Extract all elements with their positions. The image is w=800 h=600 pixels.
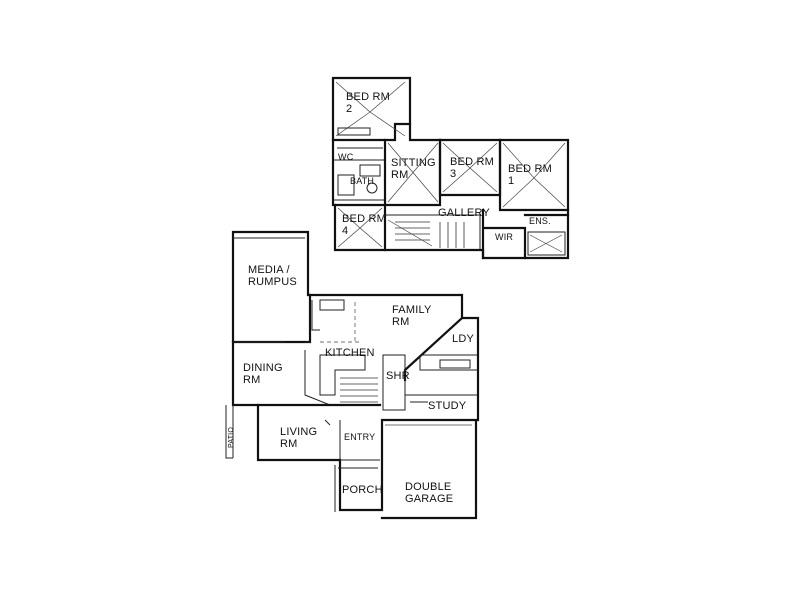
room-label-line: BED RM (508, 163, 552, 175)
room-label-line: BED RM (450, 156, 494, 168)
room-label-line: BED RM (342, 213, 386, 225)
room-label-bath: BATH (350, 176, 374, 186)
room-label-line: 2 (346, 103, 353, 115)
room-label-line: RM (391, 169, 409, 181)
room-label-bed-2: BED RM 2 (346, 91, 390, 115)
room-label-line: RM (243, 374, 261, 386)
room-label-line: ENTRY (344, 432, 376, 442)
room-label-line: PORCH (342, 484, 383, 496)
room-label-line: BED RM (346, 91, 390, 103)
room-label-wc: WC (338, 152, 353, 162)
lower-floor-outline (225, 230, 480, 520)
room-label-line: STUDY (428, 400, 467, 412)
room-label-line: GALLERY (438, 207, 490, 219)
room-label-line: RM (280, 438, 298, 450)
room-label-line: RM (392, 316, 410, 328)
room-label-shr: SHR (386, 370, 410, 382)
room-label-line: ENS. (529, 216, 551, 226)
room-label-line: WC (338, 152, 354, 162)
room-label-bed-4: BED RM 4 (342, 213, 386, 237)
room-label-line: FAMILY (392, 304, 432, 316)
room-label-gallery: GALLERY (438, 207, 490, 219)
room-label-family-rm: FAMILY RM (392, 304, 432, 328)
room-label-entry: ENTRY (344, 432, 375, 442)
room-label-patio: PATIO (226, 427, 238, 448)
room-label-line: 3 (450, 168, 457, 180)
room-label-study: STUDY (428, 400, 466, 412)
room-label-ldy: LDY (452, 333, 474, 345)
room-label-line: 1 (508, 175, 515, 187)
room-label-line: 4 (342, 225, 349, 237)
room-label-bed-1: BED RM 1 (508, 163, 552, 187)
room-label-line: RUMPUS (248, 276, 297, 288)
room-label-media-rumpus: MEDIA / RUMPUS (248, 264, 297, 288)
room-label-dining-rm: DINING RM (243, 362, 283, 386)
room-label-living-rm: LIVING RM (280, 426, 317, 450)
room-label-line: PATIO (228, 427, 235, 448)
room-label-line: SITTING (391, 157, 436, 169)
room-label-line: SHR (386, 370, 410, 382)
room-label-double-garage: DOUBLE GARAGE (405, 481, 453, 505)
room-label-wir: WIR (495, 232, 513, 242)
upper-floor-outline (331, 76, 570, 260)
room-label-kitchen: KITCHEN (325, 347, 375, 359)
room-label-line: DOUBLE (405, 481, 452, 493)
room-label-line: LIVING (280, 426, 318, 438)
room-label-line: KITCHEN (325, 347, 375, 359)
room-label-porch: PORCH (342, 484, 383, 496)
room-label-line: MEDIA / (248, 264, 290, 276)
room-label-bed-3: BED RM 3 (450, 156, 494, 180)
room-label-line: BATH (350, 176, 375, 186)
room-label-line: WIR (495, 232, 514, 242)
room-label-line: GARAGE (405, 493, 454, 505)
room-label-sitting-rm: SITTING RM (391, 157, 436, 181)
room-label-line: LDY (452, 333, 474, 345)
room-label-line: DINING (243, 362, 283, 374)
room-label-ens: ENS. (529, 216, 551, 226)
